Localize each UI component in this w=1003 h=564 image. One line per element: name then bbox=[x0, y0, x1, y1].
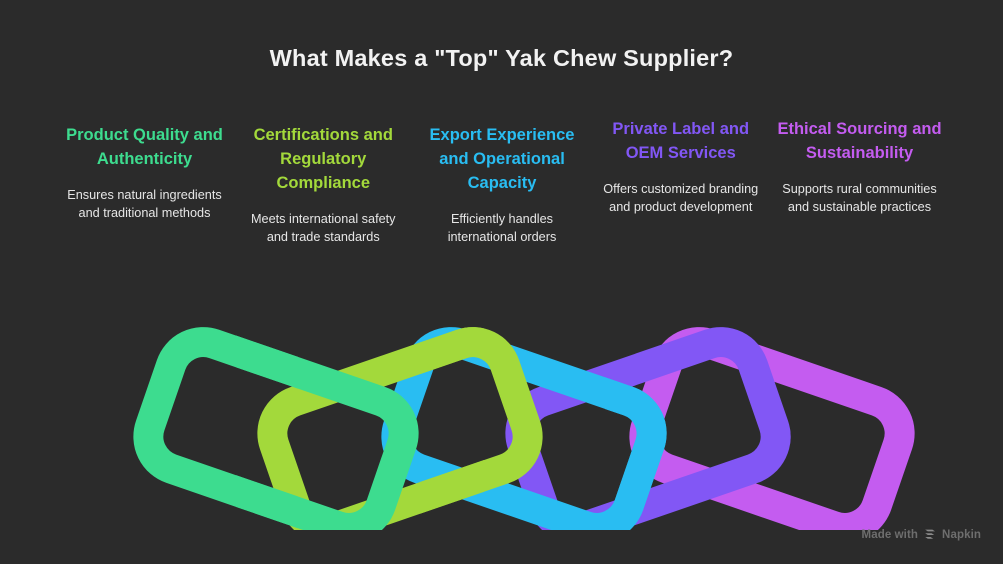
feature-description-2: Meets international safety and trade sta… bbox=[250, 211, 396, 245]
napkin-logo-icon bbox=[925, 529, 936, 539]
feature-description-4: Offers customized branding and product d… bbox=[603, 181, 759, 215]
chain-link-4 bbox=[505, 327, 791, 530]
feature-column-2: Certifications and Regulatory Compliance… bbox=[241, 118, 406, 247]
feature-description-1: Ensures natural ingredients and traditio… bbox=[67, 187, 222, 221]
feature-column-3: Export Experience and Operational Capaci… bbox=[420, 118, 585, 247]
feature-heading-3: Export Experience and Operational Capaci… bbox=[429, 126, 575, 192]
feature-columns: Product Quality and Authenticity Ensures… bbox=[62, 118, 942, 247]
feature-column-1: Product Quality and Authenticity Ensures… bbox=[62, 118, 227, 223]
feature-heading-1: Product Quality and Authenticity bbox=[66, 126, 223, 168]
feature-heading-5: Ethical Sourcing and Sustainability bbox=[777, 120, 942, 162]
chain-links-svg bbox=[133, 327, 915, 530]
feature-column-4: Private Label and OEM Services Offers cu… bbox=[598, 118, 763, 217]
feature-heading-2: Certifications and Regulatory Compliance bbox=[253, 126, 393, 192]
chain-link-5 bbox=[629, 327, 915, 530]
page-title: What Makes a "Top" Yak Chew Supplier? bbox=[269, 45, 734, 71]
watermark-brand: Napkin bbox=[942, 529, 981, 541]
feature-description-3: Efficiently handles international orders bbox=[447, 211, 557, 245]
feature-description-5: Supports rural communities and sustainab… bbox=[782, 181, 937, 215]
chain-illustration bbox=[0, 300, 1003, 530]
feature-column-5: Ethical Sourcing and Sustainability Supp… bbox=[777, 118, 942, 217]
napkin-watermark: Made with Napkin bbox=[862, 528, 981, 542]
watermark-prefix: Made with bbox=[861, 529, 919, 541]
feature-heading-4: Private Label and OEM Services bbox=[612, 120, 750, 162]
